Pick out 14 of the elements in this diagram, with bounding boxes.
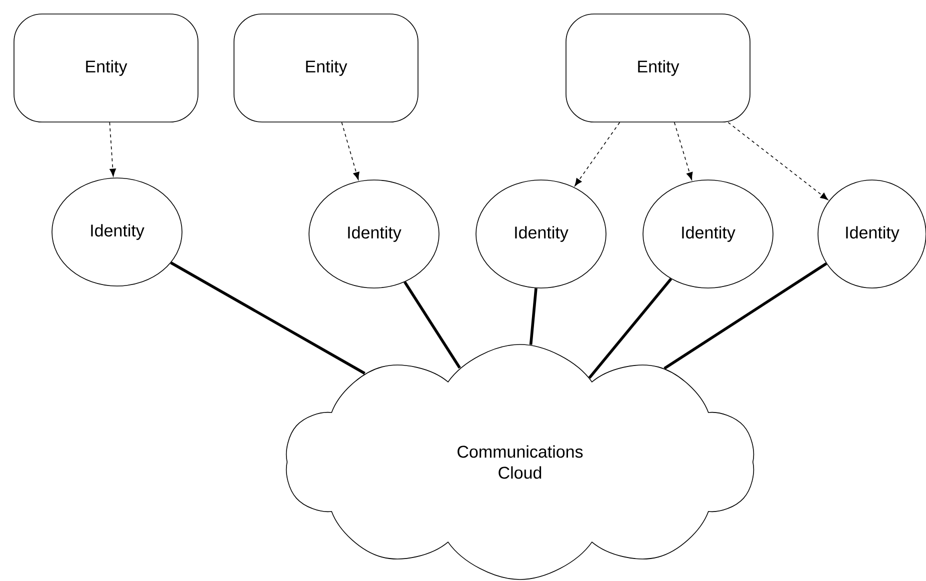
dashed-arrow [728,122,828,200]
entity-box: Entity [566,14,750,122]
connector-line [529,288,538,345]
dashed-arrow [574,122,620,186]
entity-box: Entity [234,14,418,122]
connector-line [170,262,366,375]
connector-line [588,278,672,379]
dashed-arrow [674,122,693,180]
dashed-arrow [109,122,116,176]
entity-box: Entity [14,14,198,122]
dashed-arrow [341,122,360,180]
communications-cloud: Communications Cloud [286,344,754,580]
connector-line [404,281,461,369]
connector-line [664,262,828,370]
